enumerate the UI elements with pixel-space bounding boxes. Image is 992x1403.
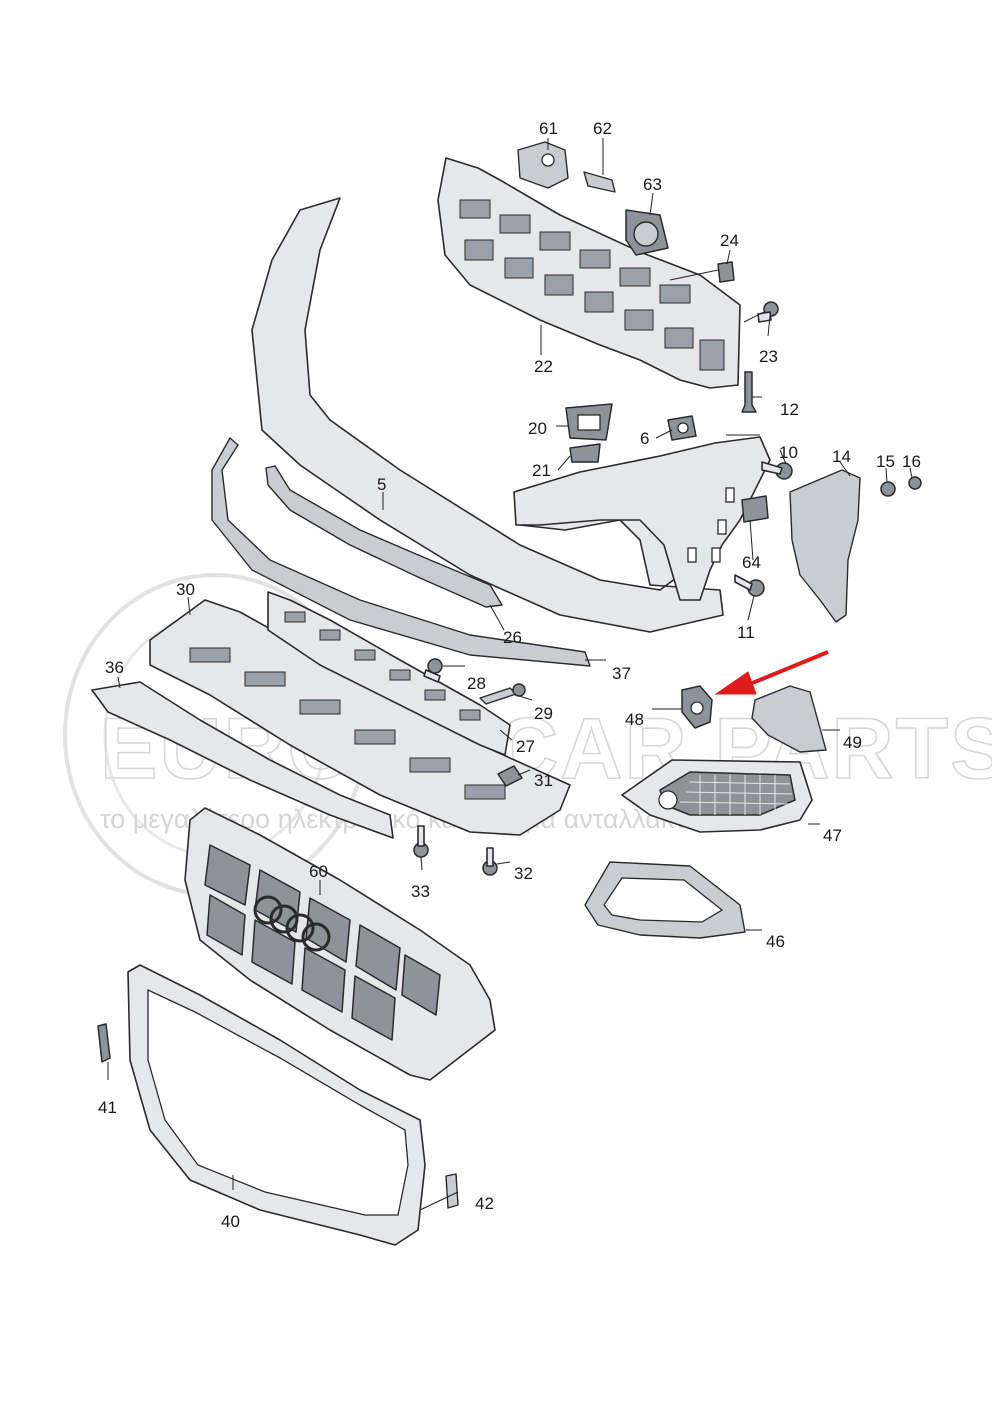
part-27-grille-support: [267, 591, 511, 756]
callout-61: 61: [539, 119, 558, 138]
callout-37: 37: [612, 664, 631, 683]
callout-63: 63: [643, 175, 662, 194]
leader-lines: [107, 138, 913, 1211]
callout-30: 30: [176, 580, 195, 599]
part-12-pin: [741, 371, 757, 413]
part-16-screw: [908, 476, 922, 490]
callout-31: 31: [534, 771, 553, 790]
callout-22: 22: [534, 357, 553, 376]
callout-10: 10: [779, 443, 798, 462]
callout-33: 33: [411, 882, 430, 901]
callout-42: 42: [475, 1194, 494, 1213]
callout-20: 20: [528, 419, 547, 438]
part-47-side-grille: [621, 759, 813, 833]
callout-60: 60: [309, 862, 328, 881]
callout-29: 29: [534, 704, 553, 723]
callout-27: 27: [516, 737, 535, 756]
callout-41: 41: [98, 1098, 117, 1117]
callout-6: 6: [640, 429, 649, 448]
callout-23: 23: [759, 347, 778, 366]
part-11-screw: [734, 574, 765, 597]
part-36-spoiler: [91, 681, 394, 839]
callout-11: 11: [737, 623, 755, 642]
part-24-clip: [717, 261, 735, 283]
part-22-bumper-carrier: [437, 157, 741, 389]
callout-labels: 61 62 63 24 23 22 12 20 6 10 14 15 16 21…: [98, 119, 921, 1231]
part-5-bumper-cover: [251, 197, 771, 633]
part-28-screw: [423, 658, 443, 683]
callout-21: 21: [532, 461, 551, 480]
part-46-fog-frame: [584, 861, 746, 939]
callout-5: 5: [377, 475, 386, 494]
part-21-cover: [569, 443, 601, 463]
part-42-trim: [445, 1173, 459, 1209]
callout-15: 15: [876, 452, 895, 471]
callout-36: 36: [105, 658, 124, 677]
part-31-clip: [497, 765, 523, 787]
part-6-sensor-holder: [667, 415, 697, 441]
part-41-trim: [97, 1023, 111, 1063]
part-14-bracket: [789, 469, 861, 623]
highlight-arrow: [714, 650, 829, 695]
part-10-screw: [761, 461, 793, 480]
callout-62: 62: [593, 119, 612, 138]
callout-28: 28: [467, 674, 486, 693]
callout-46: 46: [766, 932, 785, 951]
part-32-screw: [482, 847, 498, 876]
part-62-bracket: [583, 171, 616, 193]
part-60-radiator-grille: [184, 807, 496, 1081]
callout-40: 40: [221, 1212, 240, 1231]
part-15-nut: [880, 481, 896, 497]
part-61-sensor: [517, 141, 569, 189]
part-37-strip: [265, 465, 503, 608]
callout-32: 32: [514, 864, 533, 883]
callout-49: 49: [843, 733, 862, 752]
part-64-bracket: [741, 495, 769, 523]
callout-26: 26: [503, 628, 522, 647]
part-48-holder: [681, 685, 713, 729]
part-26-trim-strip: [211, 437, 591, 667]
callout-64: 64: [742, 553, 761, 572]
callout-48: 48: [625, 710, 644, 729]
callout-14: 14: [832, 447, 851, 466]
part-49-cover: [751, 685, 827, 753]
part-30-undertray: [149, 599, 571, 836]
callout-24: 24: [720, 231, 739, 250]
callout-47: 47: [823, 826, 842, 845]
part-63-radar-sensor: [625, 209, 669, 256]
part-23-screw: [757, 301, 779, 323]
part-40-grille-frame: [127, 964, 426, 1246]
callout-16: 16: [902, 452, 921, 471]
callout-12: 12: [780, 400, 799, 419]
